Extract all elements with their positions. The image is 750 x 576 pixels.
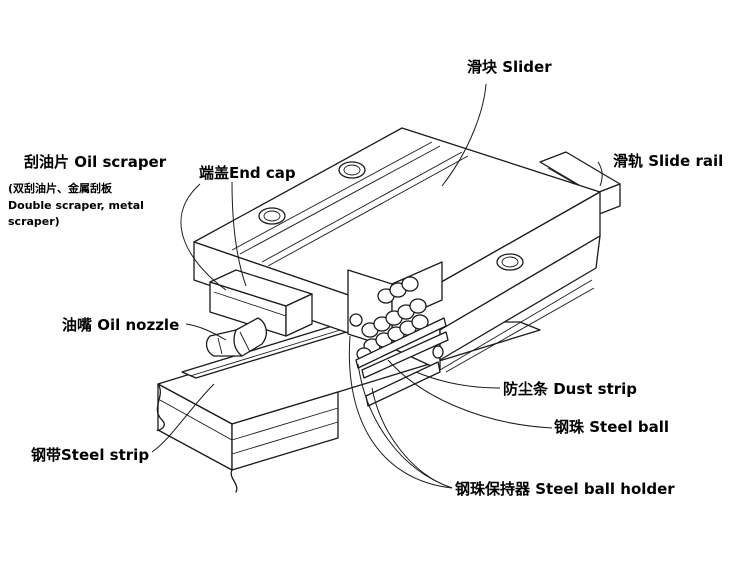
label-oil-scraper-note-1: (双刮油片、金属刮板: [8, 182, 113, 195]
ball-holder-shape: [355, 317, 449, 407]
label-steel-ball-holder: 钢珠保持器 Steel ball holder: [455, 480, 675, 498]
label-oil-scraper-note-3: scraper): [8, 215, 60, 228]
label-oil-nozzle: 油嘴 Oil nozzle: [62, 316, 180, 334]
leader-lines: [151, 83, 603, 489]
label-oil-scraper-note-2: Double scraper, metal: [8, 199, 144, 212]
oil-port: [432, 345, 444, 359]
bolt-holes: [258, 161, 524, 271]
label-dust-strip: 防尘条 Dust strip: [503, 380, 638, 398]
steel-balls: [349, 276, 429, 361]
label-oil-scraper: 刮油片 Oil scraper: [24, 153, 167, 171]
label-slider: 滑块 Slider: [467, 58, 552, 76]
label-slide-rail: 滑轨 Slide rail: [613, 152, 724, 170]
oil-nozzle-shape: [205, 317, 268, 357]
label-end-cap: 端盖End cap: [199, 164, 296, 182]
label-steel-strip: 钢带Steel strip: [31, 446, 150, 464]
end-cap-shape: [209, 269, 313, 337]
label-steel-ball: 钢珠 Steel ball: [554, 418, 670, 436]
